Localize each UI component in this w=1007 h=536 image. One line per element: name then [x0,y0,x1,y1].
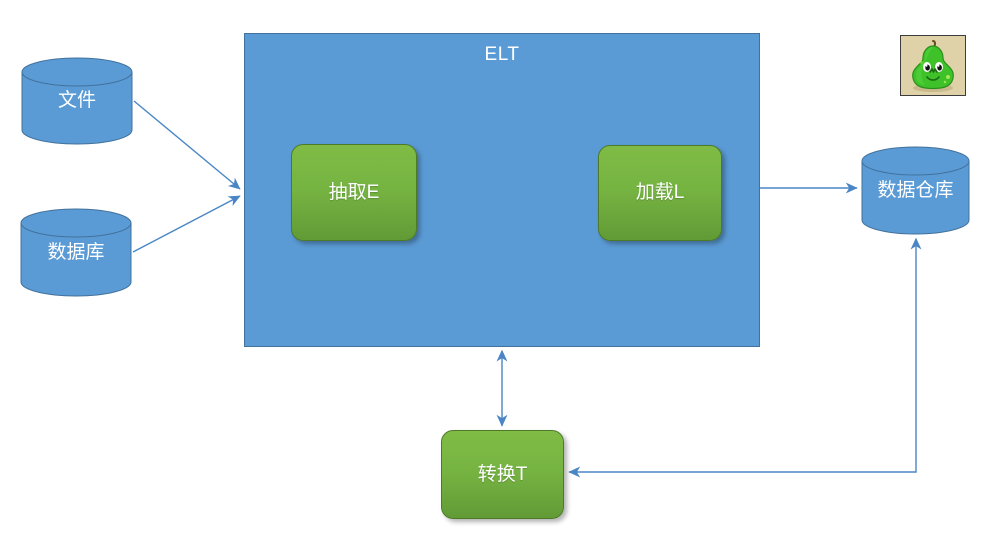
process-label-extract: 抽取E [328,181,380,203]
datastore-database[interactable]: 数据库 [20,208,132,297]
gourd-mascot-logo [900,35,966,96]
process-box-extract[interactable]: 抽取E [291,144,417,241]
cylinder-shape-database [20,208,132,297]
cylinder-shape-file [21,57,133,145]
connector-database-to-elt [132,195,241,253]
process-box-transform[interactable]: 转换T [441,430,564,519]
process-label-transform: 转换T [477,463,528,485]
cylinder-shape-warehouse [861,146,970,235]
datastore-warehouse[interactable]: 数据仓库 [861,146,970,235]
elt-title: ELT [484,44,520,65]
process-label-load: 加载L [635,182,685,203]
datastore-file[interactable]: 文件 [21,57,133,145]
process-box-load[interactable]: 加载L [598,145,722,241]
gourd-mascot-icon [901,36,965,95]
connector-warehouse-to-transform [568,237,922,478]
connector-file-to-elt [133,100,241,190]
